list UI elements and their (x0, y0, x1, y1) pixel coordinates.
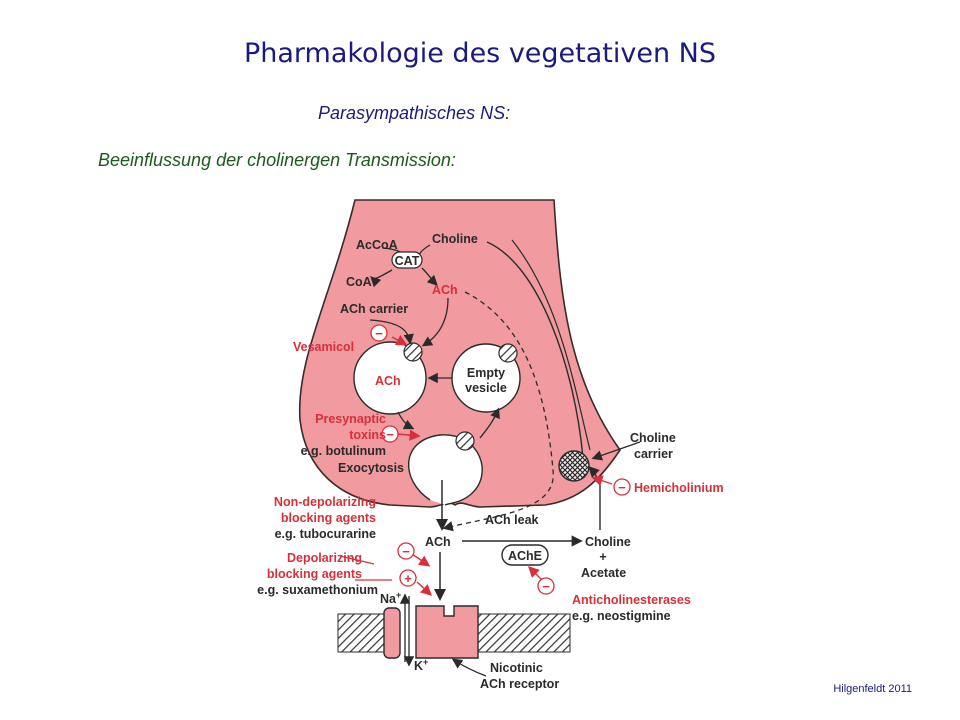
minus-sign-tubocurarine: − (397, 542, 415, 560)
label-anticholinesterases: Anticholinesterases (572, 593, 691, 607)
label-exocytosis: Exocytosis (338, 461, 404, 475)
label-choline-cleft: Choline (585, 535, 631, 549)
choline-carrier-label-arrow (591, 441, 641, 461)
label-accoa: AcCoA (356, 238, 398, 252)
label-ache: AChE (508, 549, 542, 563)
label-botulinum: e.g. botulinum (301, 444, 386, 458)
cat-to-ach-arrow (421, 267, 438, 286)
svg-text:−: − (402, 544, 410, 559)
label-acetate: Acetate (581, 566, 626, 580)
label-ach-cleft: ACh (425, 535, 451, 549)
ache-box (501, 544, 549, 566)
label-ach-synthesized: ACh (432, 283, 458, 297)
svg-text:+: + (404, 571, 412, 586)
label-depol-blocking: blocking agents (267, 567, 362, 581)
nicotinic-receptor (415, 605, 479, 659)
plus-sign-suxamethonium: + (399, 569, 417, 587)
label-toxins: toxins (349, 428, 386, 442)
ach-carrier-vesicle-3 (455, 431, 475, 451)
label-coa: CoA (346, 275, 372, 289)
anticholinesterase-arrow (528, 566, 543, 581)
svg-text:−: − (542, 579, 550, 594)
label-tubocurarine: e.g. tubocurarine (275, 527, 376, 541)
nondepol-leader (339, 555, 375, 565)
topic-heading: Beeinflussung der cholinergen Transmissi… (98, 150, 456, 170)
hemicholinium-arrow (591, 475, 613, 486)
toxin-arrow (397, 429, 421, 441)
label-vesicle-ach: ACh (375, 374, 401, 388)
label-hemicholinium: Hemicholinium (634, 481, 724, 495)
label-na: Na+ (380, 590, 401, 606)
label-choline-terminal: Choline (432, 232, 478, 246)
choline-uptake-path (486, 241, 584, 459)
receptor-label-arrow (451, 658, 487, 677)
ach-leak-path (442, 291, 554, 532)
postsynaptic-membrane-left (337, 613, 385, 653)
label-presynaptic: Presynaptic (315, 412, 386, 426)
svg-text:−: − (618, 480, 626, 495)
label-neostigmine: e.g. neostigmine (572, 609, 671, 623)
vesamicol-arrow (391, 335, 408, 346)
exocytosis-vesicle (407, 434, 483, 506)
label-suxamethonium: e.g. suxamethonium (257, 583, 378, 597)
tubocurarine-arrow (411, 553, 431, 567)
postsynaptic-membrane-right (477, 613, 571, 653)
page-title: Pharmakologie des vegetativen NS (243, 38, 717, 69)
vesicle-to-exocytosis-arrow (397, 411, 415, 430)
label-ach-receptor: ACh receptor (480, 677, 559, 691)
minus-sign-hemicholinium: − (613, 478, 631, 496)
label-ach-carrier: ACh carrier (340, 302, 408, 316)
label-cat: CAT (395, 254, 420, 268)
coa-arrow (370, 269, 393, 288)
choline-carrier (558, 450, 590, 482)
label-vesamicol: Vesamicol (293, 340, 354, 354)
label-choline-carrier-2: carrier (634, 447, 673, 461)
terminal-inner-line (511, 239, 591, 451)
label-plus: + (599, 550, 606, 564)
minus-sign-vesamicol: − (370, 324, 388, 342)
minus-sign-anticholinesterase: − (537, 577, 555, 595)
ach-carrier-arrow (369, 319, 414, 345)
suxamethonium-arrow (416, 581, 433, 596)
ach-to-carrier-arrow (421, 297, 449, 347)
ion-channel-left (383, 607, 401, 659)
recycle-arrow (479, 407, 500, 439)
svg-text:−: − (386, 427, 394, 442)
label-nicotinic: Nicotinic (490, 661, 543, 675)
label-nondepol-blocking: blocking agents (281, 511, 376, 525)
minus-sign-toxins: − (381, 425, 399, 443)
cat-box (391, 251, 423, 269)
ach-carrier-vesicle-2 (498, 343, 518, 363)
label-vesicle: vesicle (465, 381, 507, 395)
credit-text: Hilgenfeldt 2011 (833, 683, 912, 695)
label-empty: Empty (467, 366, 505, 380)
label-nondepolarizing: Non-depolarizing (274, 495, 376, 509)
svg-text:−: − (375, 326, 383, 341)
ach-carrier-vesicle-1 (403, 342, 423, 362)
label-k: K+ (414, 657, 428, 673)
label-depolarizing: Depolarizing (287, 551, 362, 565)
section-subtitle: Parasympathisches NS: (318, 103, 511, 123)
label-choline-carrier-1: Choline (630, 431, 676, 445)
label-ach-leak: ACh leak (485, 513, 539, 527)
